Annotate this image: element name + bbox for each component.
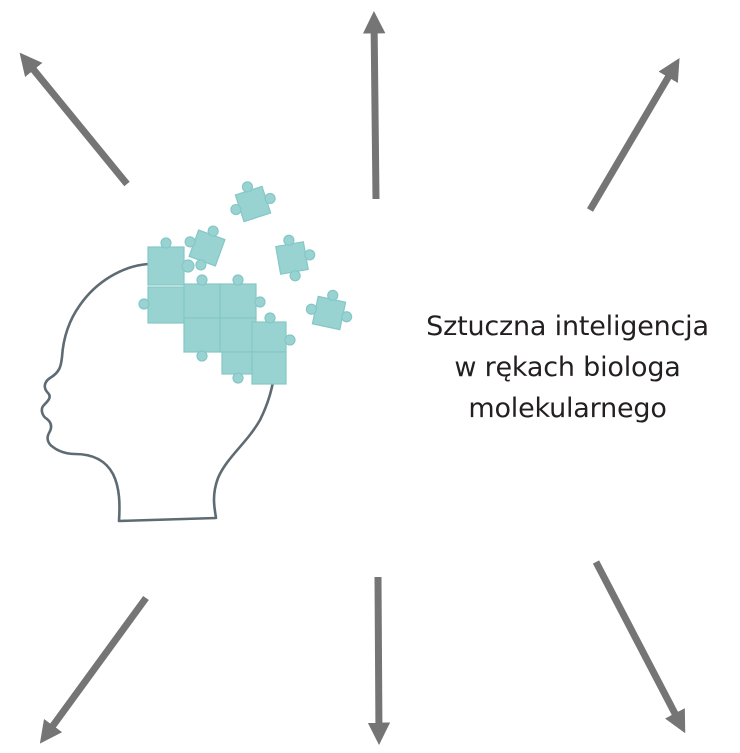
caption-line-3: molekularnego [468, 393, 667, 424]
puzzle-piece-icon [284, 334, 296, 346]
arrow-down [367, 576, 391, 745]
puzzle-piece-icon [183, 317, 221, 353]
arrow-up-left [19, 52, 130, 187]
arrow-down-left [39, 595, 149, 744]
puzzle-piece-icon [219, 283, 257, 319]
arrow-up-right [586, 57, 680, 212]
puzzle-cluster [138, 181, 353, 385]
caption-line-2: w rękach biologa [454, 352, 681, 383]
puzzle-piece-icon [275, 234, 316, 282]
head-silhouette-icon [40, 262, 276, 523]
puzzle-piece-icon [219, 317, 257, 353]
puzzle-piece-icon [160, 237, 172, 249]
puzzle-piece-icon [138, 298, 150, 310]
arrow-up [362, 11, 386, 200]
puzzle-piece-icon [305, 289, 353, 331]
puzzle-piece-icon [251, 321, 287, 353]
puzzle-piece-icon [183, 283, 221, 319]
puzzle-piece-icon [184, 225, 226, 271]
puzzle-piece-icon [264, 312, 276, 324]
caption-line-1: Sztuczna inteligencja [426, 311, 709, 342]
arrows [19, 11, 686, 745]
puzzle-piece-icon [230, 181, 276, 223]
puzzle-piece-icon [181, 259, 195, 273]
puzzle-piece-icon [147, 246, 185, 286]
diagram-caption: Sztuczna inteligencja w rękach biologa m… [395, 306, 740, 429]
puzzle-piece-icon [221, 351, 253, 375]
arrow-down-right [592, 560, 686, 734]
puzzle-piece-icon [196, 274, 208, 286]
puzzle-piece-icon [232, 274, 244, 286]
puzzle-piece-icon [147, 286, 185, 324]
puzzle-piece-icon [251, 351, 287, 385]
puzzle-piece-icon [232, 372, 244, 384]
puzzle-piece-icon [196, 350, 208, 362]
puzzle-piece-icon [254, 296, 266, 308]
